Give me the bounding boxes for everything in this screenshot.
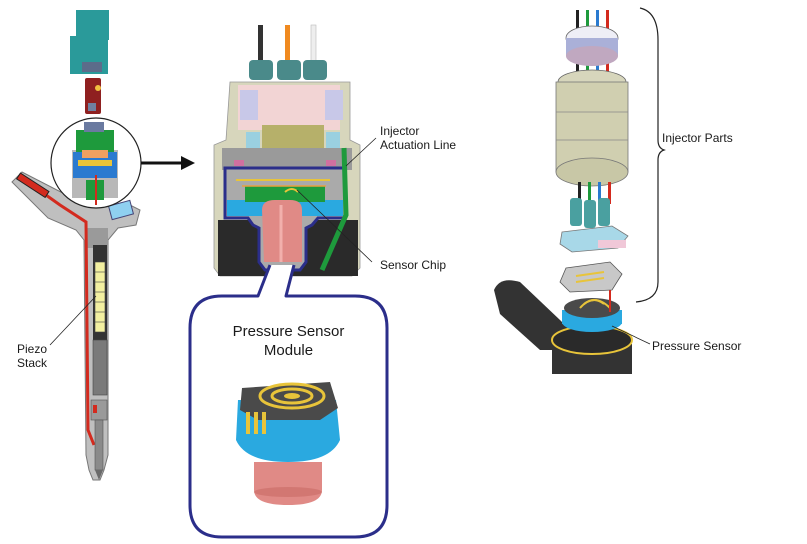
injector-body [11,171,141,481]
exploded-injector-parts [494,7,666,374]
red-plug [85,78,101,114]
injector-actuation-line-label-line2: Actuation Line [380,138,457,152]
arrow-right-icon [141,156,195,170]
piezo-stack-label: Piezo Stack [17,342,47,370]
piezo-stack-leader [49,295,97,346]
pressure-sensor-module-callout [188,264,389,539]
teal-connector [70,10,109,74]
injector-cross-section [11,10,195,481]
pressure-sensor-module-label-line1: Pressure Sensor [232,323,345,340]
detail-circle [50,117,142,209]
pressure-sensor-module-image [236,382,340,505]
sensor-chip-label: Sensor Chip [380,258,447,272]
injector-actuation-line-label-line1: Injector [380,124,420,138]
injector-parts-label: Injector Parts [662,131,733,145]
piezo-stack [94,261,106,333]
sensor-head-cross-section [213,24,377,277]
pressure-sensor-label: Pressure Sensor [652,339,742,353]
piezo-stack-label-line2: Stack [17,356,48,370]
pressure-sensor-module-label-line2: Module [263,342,314,359]
injector-actuation-line-label: Injector Actuation Line [380,124,456,152]
pressure-sensor-leader [611,325,651,345]
actuation-line-leader [345,137,377,167]
piezo-stack-label-line1: Piezo [17,342,48,356]
pressure-sensor-module-label: Pressure Sensor Module [196,322,381,360]
sensor-chip-leader [296,189,373,263]
injector-parts-brace [635,7,666,303]
